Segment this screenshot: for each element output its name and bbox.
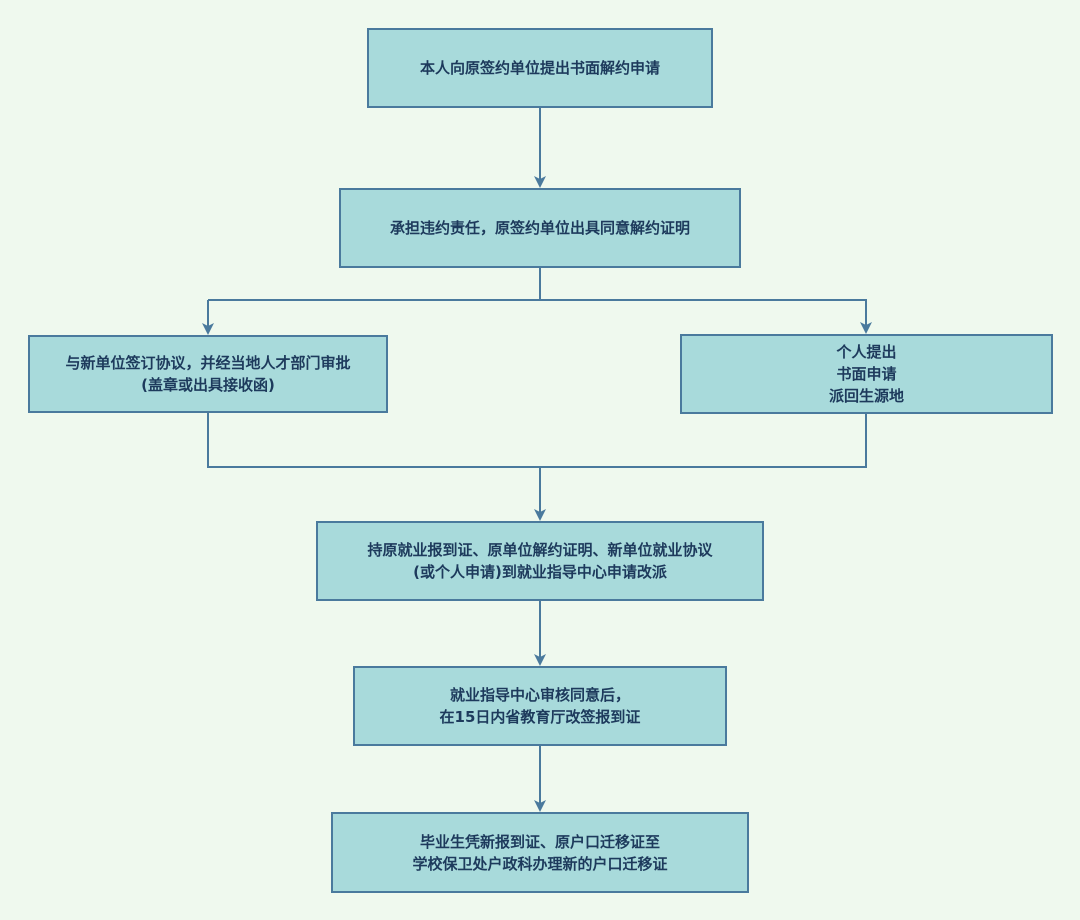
node-text-line: 在15日内省教育厅改签报到证 (439, 708, 641, 726)
step-termination-certificate: 承担违约责任，原签约单位出具同意解约证明 (339, 188, 741, 268)
node-text-line: 本人向原签约单位提出书面解约申请 (419, 59, 660, 77)
step-apply-reassignment: 持原就业报到证、原单位解约证明、新单位就业协议 (或个人申请)到就业指导中心申请… (316, 521, 764, 601)
node-text-line: (盖章或出具接收函) (141, 376, 275, 394)
node-text-line: 就业指导中心审核同意后， (449, 686, 630, 704)
step-submit-termination-request: 本人向原签约单位提出书面解约申请 (367, 28, 713, 108)
step-new-household-transfer: 毕业生凭新报到证、原户口迁移证至 学校保卫处户政科办理新的户口迁移证 (331, 812, 749, 893)
node-text-line: 学校保卫处户政科办理新的户口迁移证 (412, 854, 668, 873)
node-text-line: 毕业生凭新报到证、原户口迁移证至 (419, 832, 660, 851)
step-personal-request-return: 个人提出 书面申请 派回生源地 (680, 334, 1053, 414)
arrow-split-to-n4 (540, 299, 872, 334)
node-text-line: 个人提出 (836, 343, 897, 361)
node-text-line: 承担违约责任，原签约单位出具同意解约证明 (389, 219, 690, 237)
node-text-line: 持原就业报到证、原单位解约证明、新单位就业协议 (367, 541, 713, 559)
step-sign-new-agreement: 与新单位签订协议，并经当地人才部门审批 (盖章或出具接收函) (28, 335, 388, 413)
node-text-line: 书面申请 (836, 365, 897, 383)
branch-merge-line (207, 413, 867, 468)
branch-split-line (208, 268, 541, 301)
node-text-line: 派回生源地 (828, 387, 904, 405)
node-text-line: (或个人申请)到就业指导中心申请改派 (413, 563, 667, 581)
node-text-line: 与新单位签订协议，并经当地人才部门审批 (65, 354, 351, 372)
step-center-review: 就业指导中心审核同意后， 在15日内省教育厅改签报到证 (353, 666, 727, 746)
